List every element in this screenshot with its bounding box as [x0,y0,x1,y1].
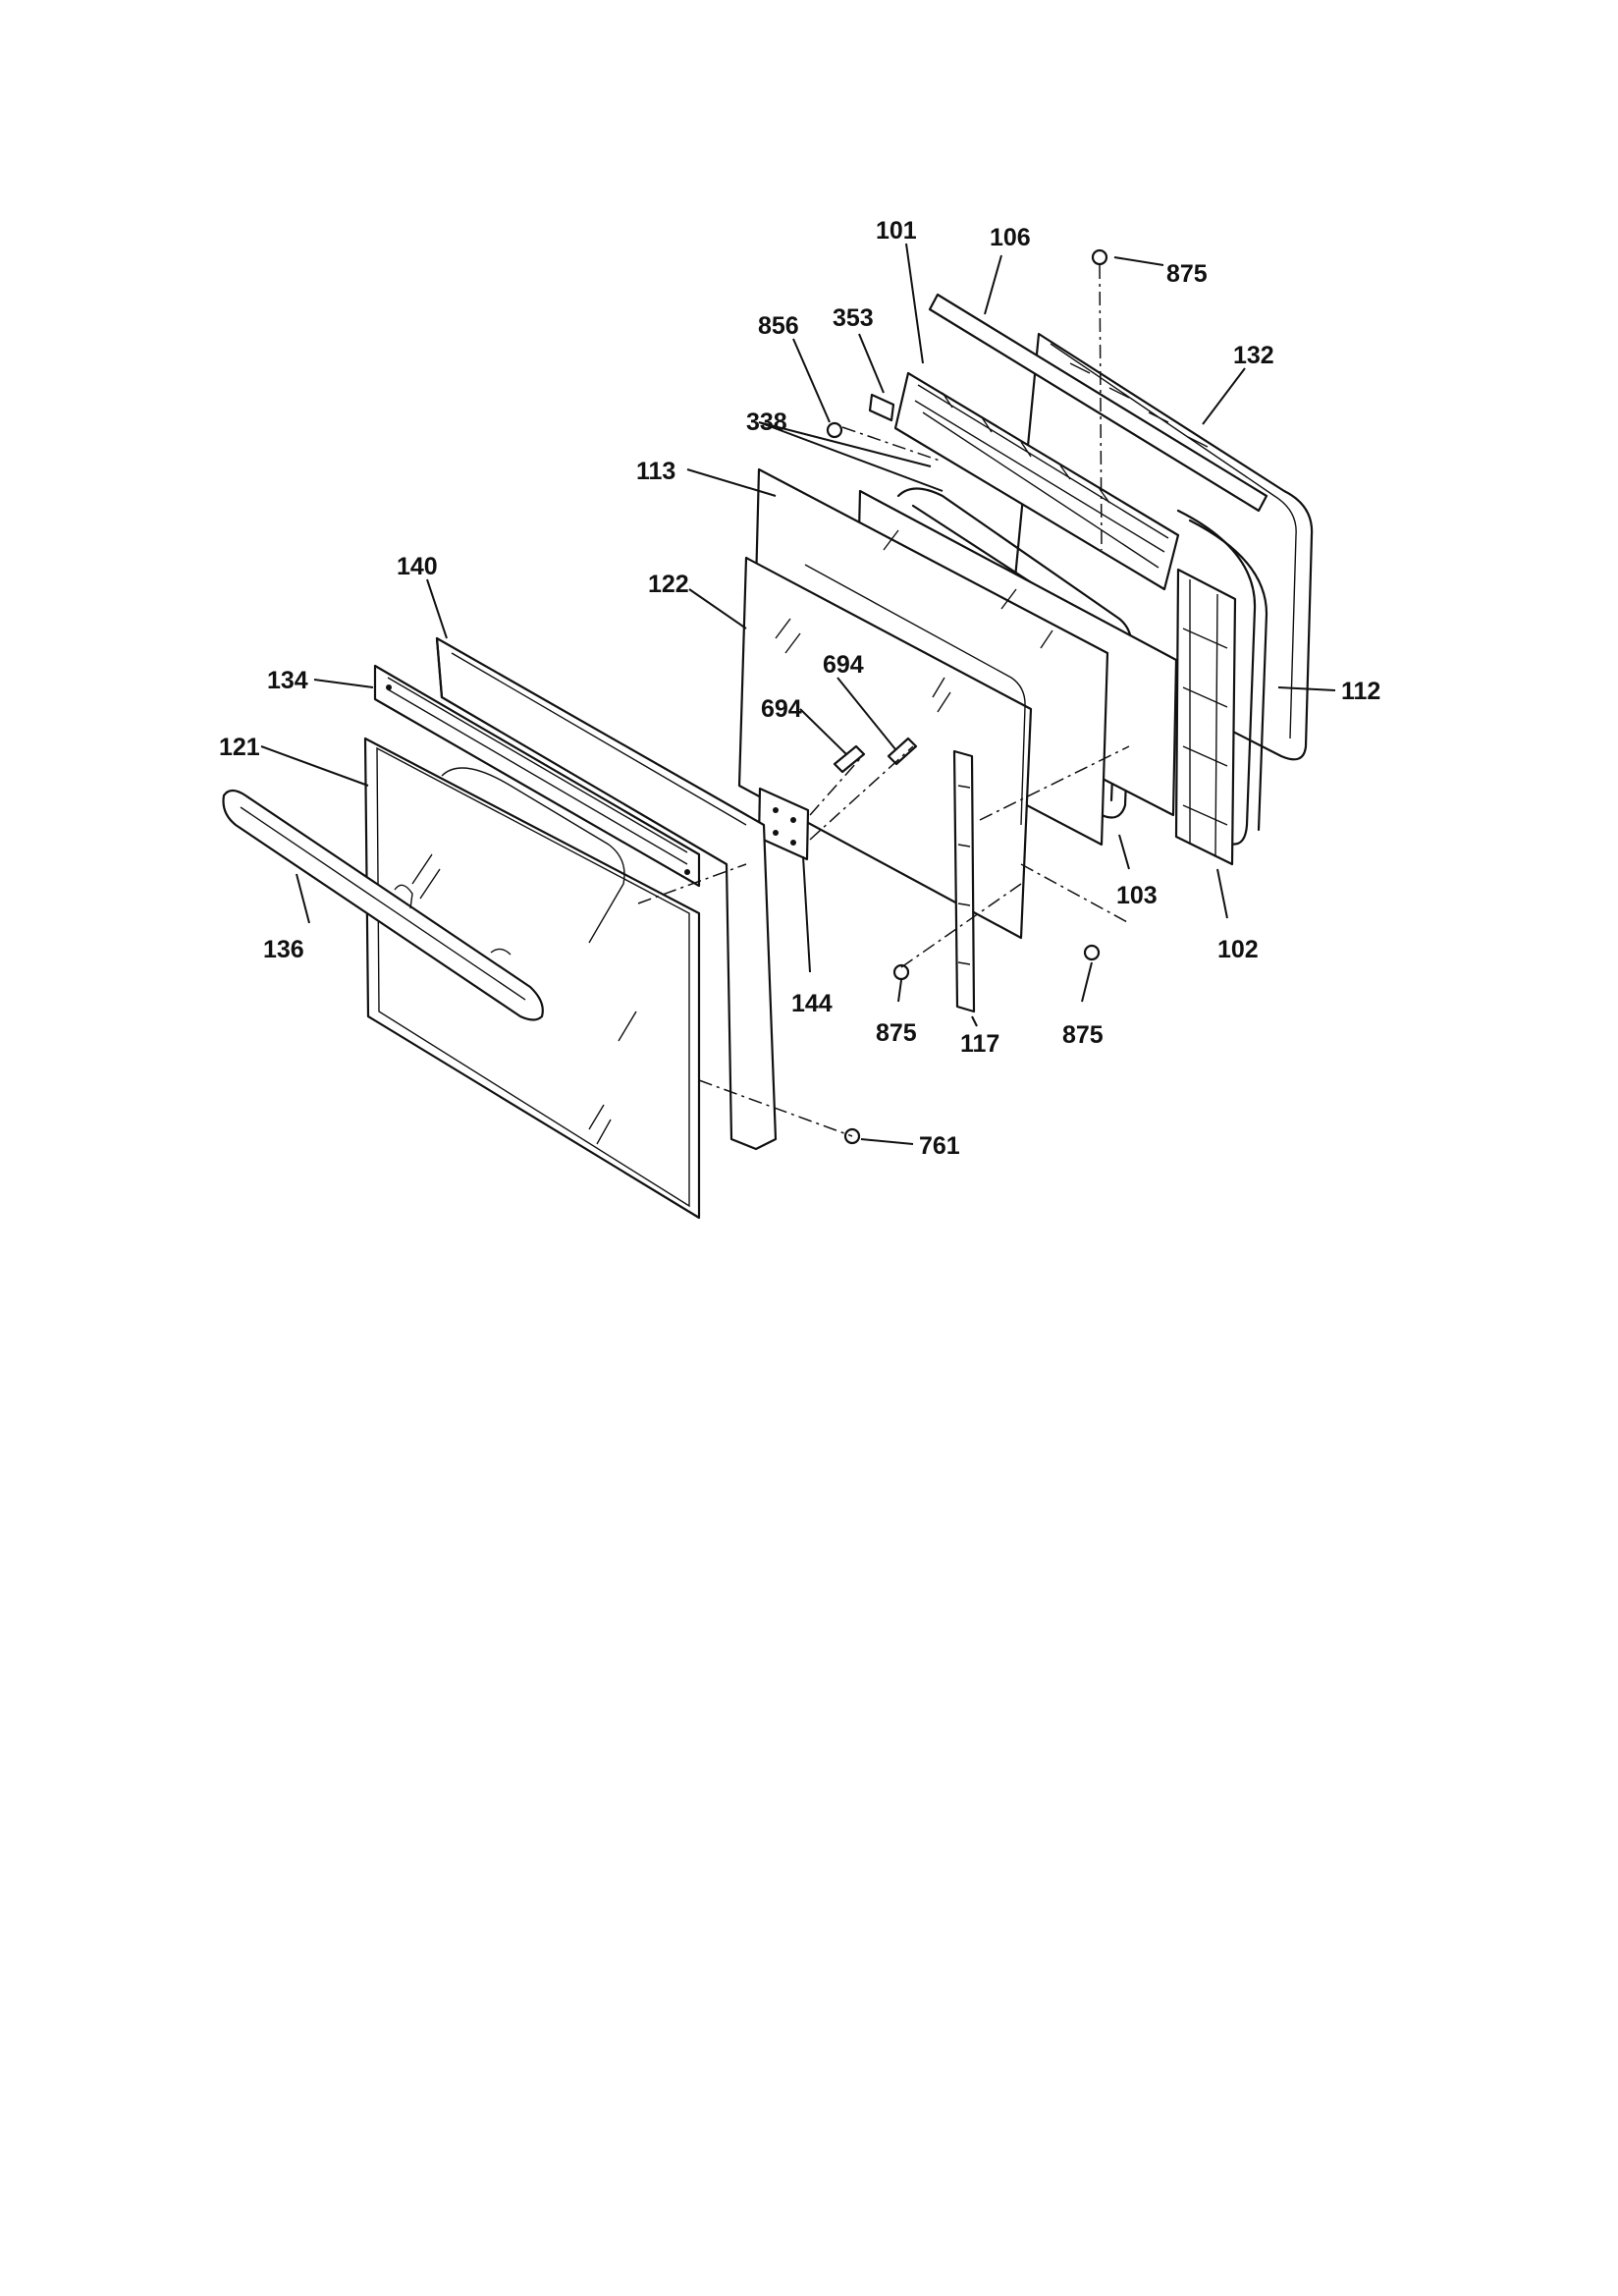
screw-875-bottom-left [892,963,910,981]
label-122: 122 [648,571,689,598]
label-144: 144 [791,990,833,1017]
screw-856 [826,421,843,439]
part-labels: 101 106 875 856 353 132 338 113 140 122 … [219,217,1380,1160]
label-102: 102 [1217,936,1259,963]
label-121: 121 [219,734,260,761]
screw-875-top [1091,248,1108,266]
inner-door-frame-101 [893,371,1180,591]
side-channel-102 [1174,568,1237,866]
latch-353 [868,393,895,422]
label-113: 113 [636,458,675,485]
label-117: 117 [960,1030,999,1058]
leader-lines [260,243,1336,1145]
label-112: 112 [1341,678,1380,705]
outer-door-glass-121 [363,737,701,1220]
label-694-lower: 694 [761,695,802,723]
label-875-top: 875 [1166,260,1208,288]
label-875-bottom-right: 875 [1062,1021,1104,1049]
screw-694-right [887,737,918,766]
label-106: 106 [990,224,1031,251]
top-trim-106 [928,293,1268,513]
label-136: 136 [263,936,304,963]
label-132: 132 [1233,342,1274,369]
label-140: 140 [397,553,438,580]
label-856: 856 [758,312,799,340]
door-gasket-112 [1176,509,1268,846]
vent-trim-134 [373,664,701,888]
door-handle-136 [222,789,544,1021]
assembly-lines [637,264,1130,1137]
door-frame-140 [435,636,778,1151]
label-134: 134 [267,667,308,694]
label-103: 103 [1116,882,1158,909]
label-875-bottom-left: 875 [876,1019,917,1047]
label-338: 338 [746,409,787,436]
screw-875-bottom-right [1083,944,1101,961]
label-694-upper: 694 [823,651,864,679]
label-353: 353 [833,304,874,332]
hinge-bracket-117 [952,749,976,1013]
label-101: 101 [876,217,917,245]
label-761: 761 [919,1132,960,1160]
